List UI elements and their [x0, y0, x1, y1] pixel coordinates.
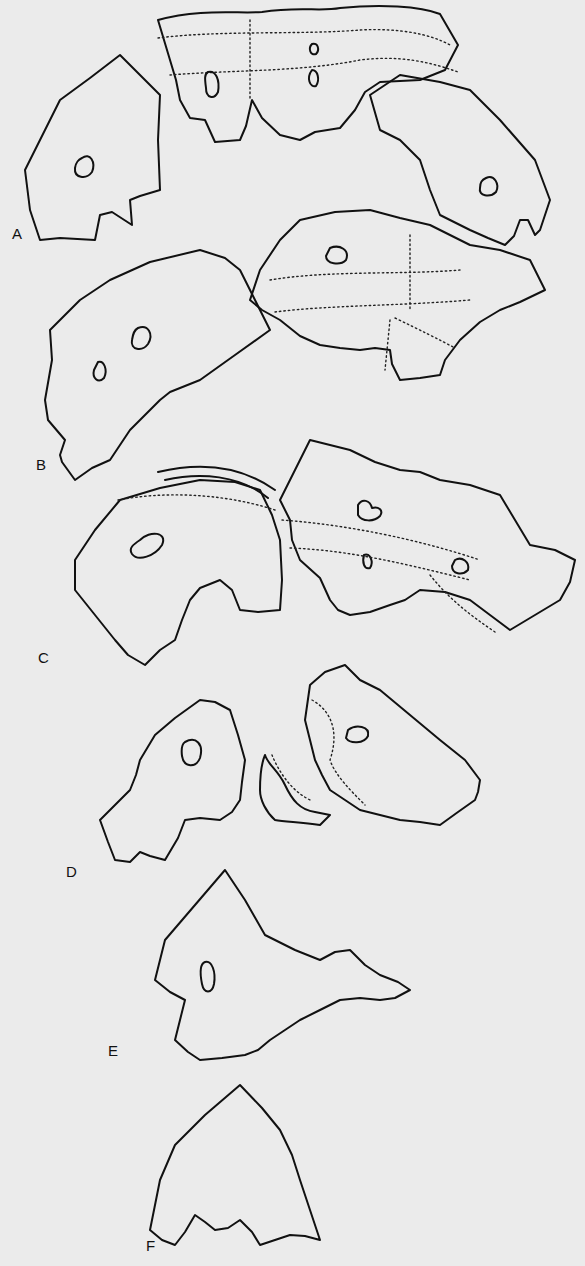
panel-letter: D	[66, 864, 77, 879]
panel-letter: C	[38, 650, 49, 665]
panel-letter: E	[108, 1043, 118, 1058]
panel-letter: A	[12, 226, 22, 241]
panel-letter: B	[36, 457, 46, 472]
panel-letter: F	[146, 1238, 155, 1253]
